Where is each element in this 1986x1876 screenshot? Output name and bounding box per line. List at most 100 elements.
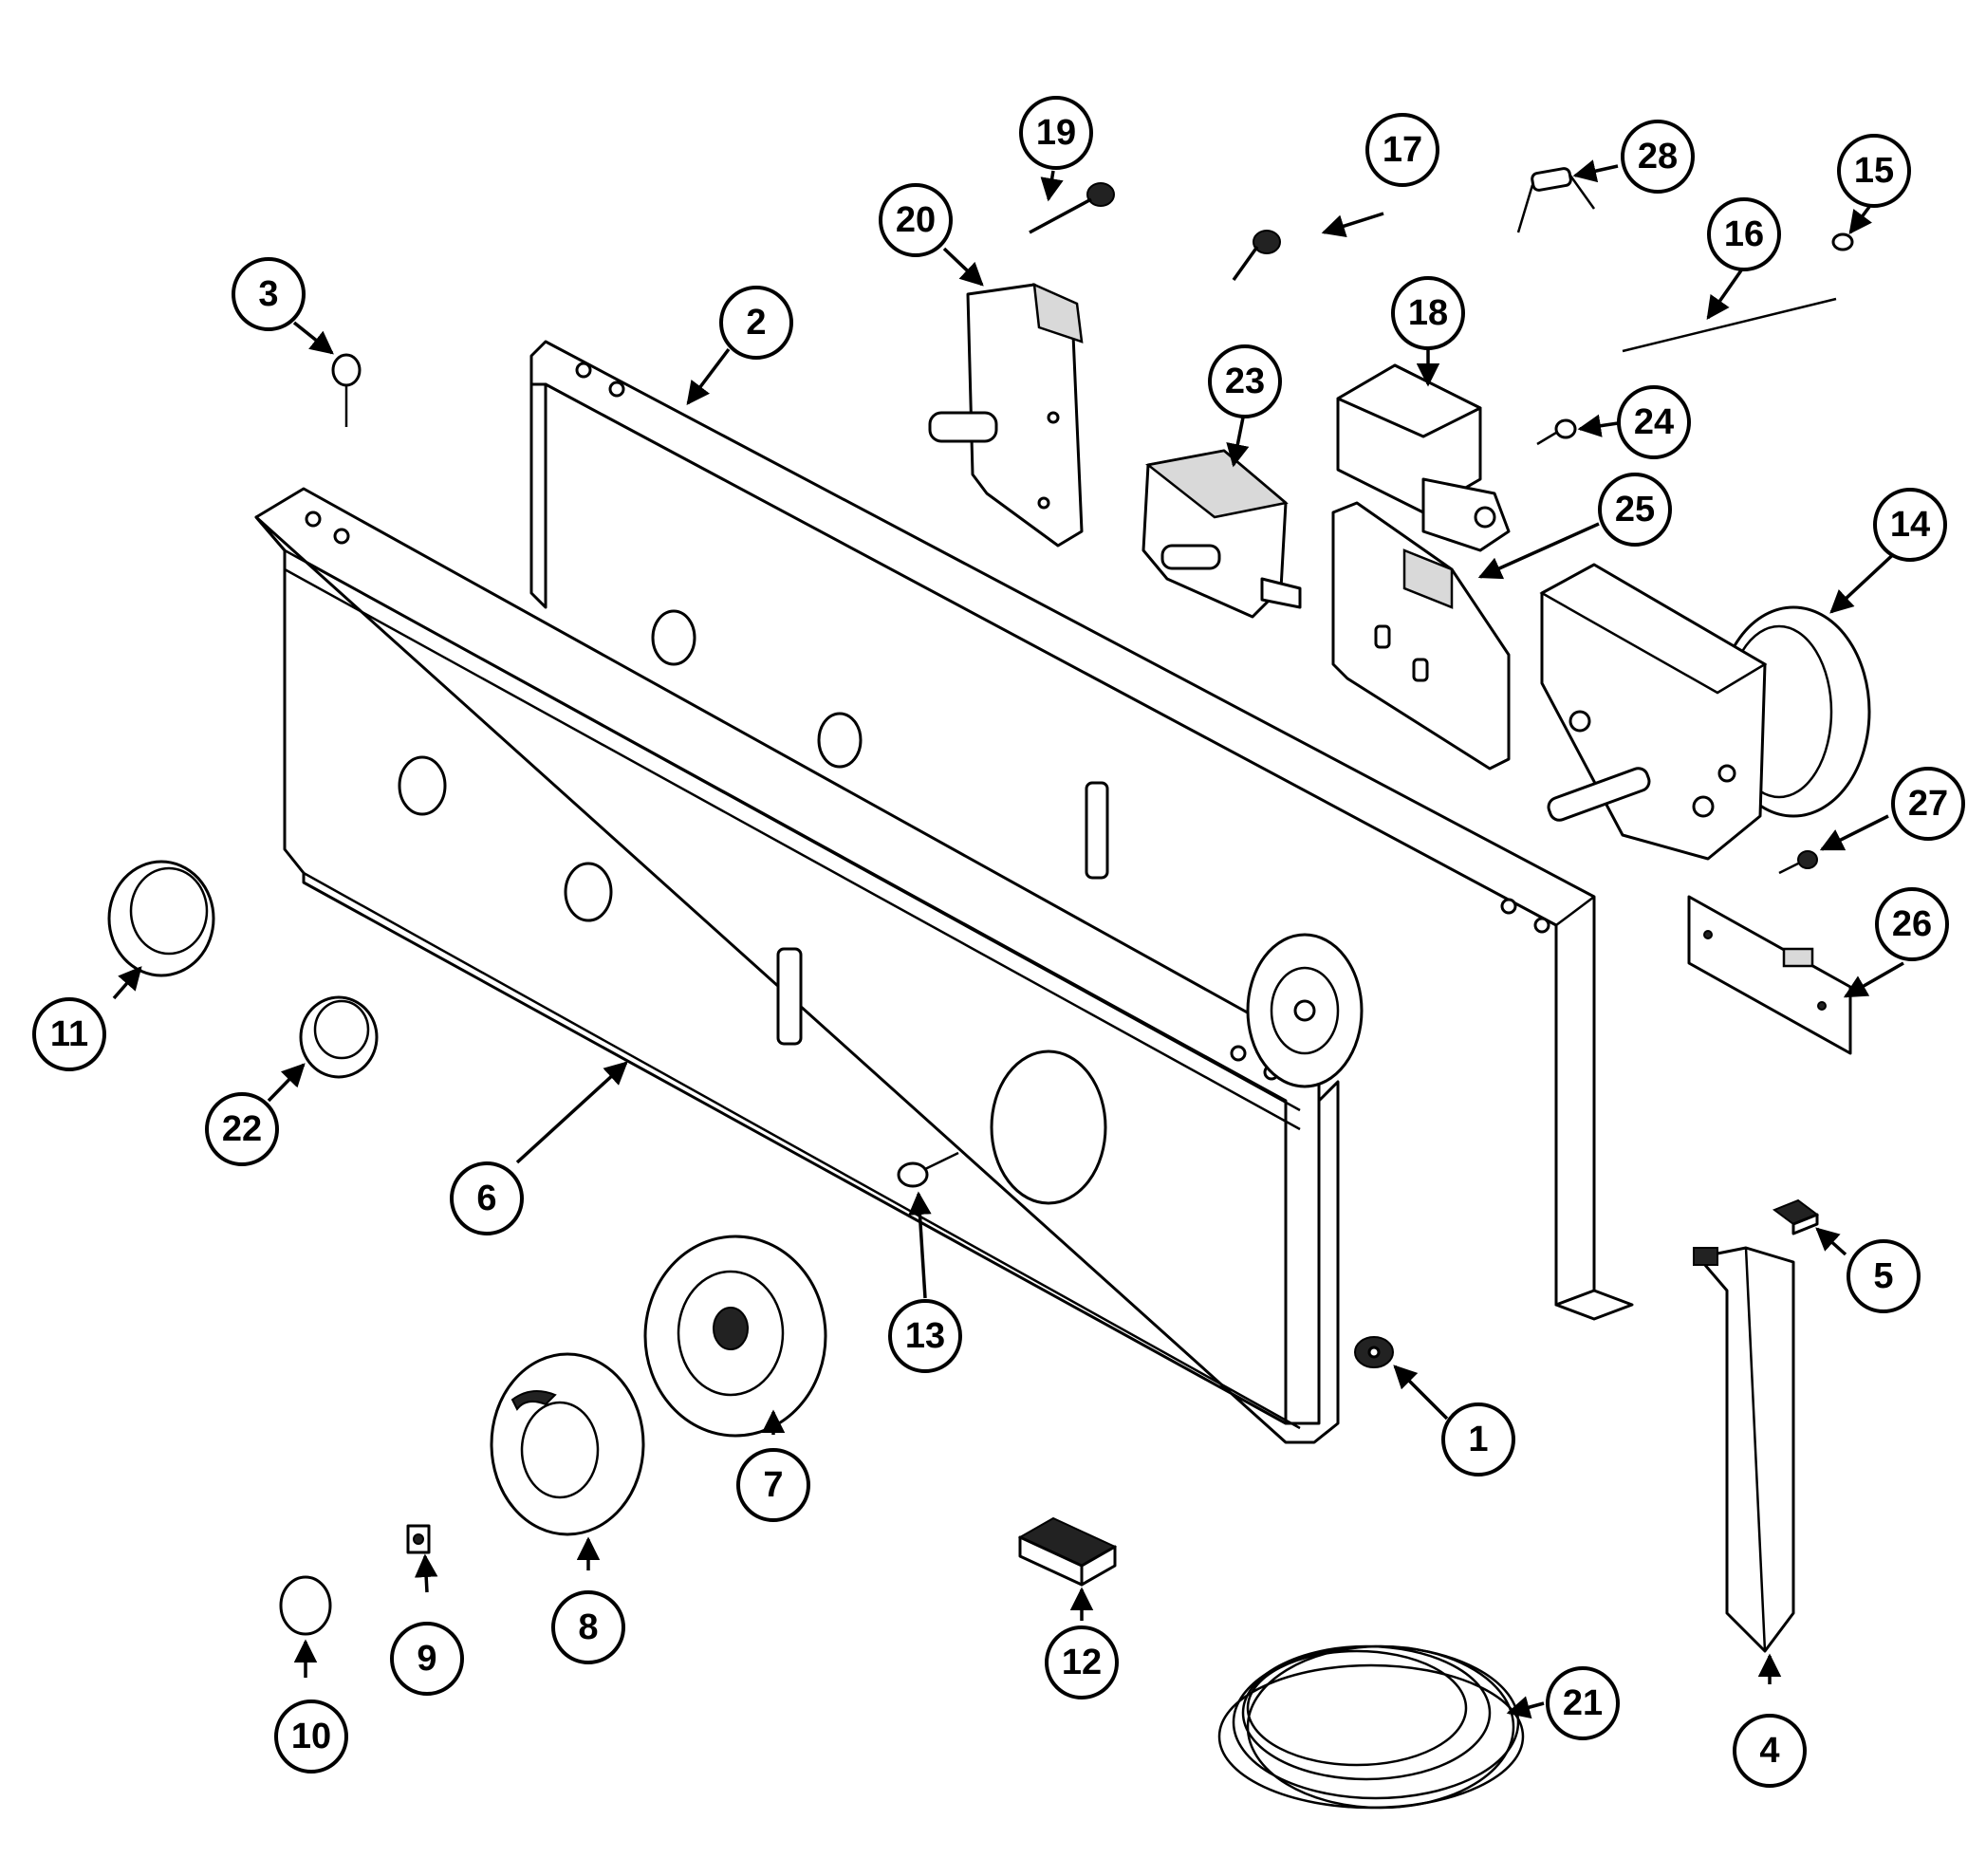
callout-label: 16 [1724,214,1764,254]
part-1-nut [1354,1336,1394,1368]
part-11-button [107,860,215,977]
part-23-switch [1141,449,1302,619]
part-26-circuit-board [1687,895,1852,1055]
callout-circle [450,1161,524,1235]
callout-15: 15 [1837,134,1911,208]
callout-12: 12 [1045,1625,1119,1700]
part-20-switch-bracket [928,282,1084,548]
part-9-clip [406,1524,431,1554]
callout-label: 3 [258,274,278,314]
part-15-screw [1831,232,1854,251]
callout-circle [32,997,106,1071]
callout-4: 4 [1733,1714,1807,1788]
part-5-clip [1772,1198,1820,1235]
callout-circle [1045,1625,1119,1700]
callout-circle [1707,197,1781,271]
callout-circle [736,1448,810,1522]
callout-28: 28 [1621,120,1695,194]
part-21-wire-harness [1217,1644,1525,1810]
callout-label: 28 [1638,137,1678,176]
part-19-screw [1029,182,1115,234]
callout-label: 21 [1563,1683,1603,1723]
callout-3: 3 [232,257,306,331]
callout-circle [1391,276,1465,350]
callout-8: 8 [551,1590,625,1664]
part-14-timer [1539,563,1871,861]
callout-label: 9 [417,1639,436,1679]
callout-circle [1621,120,1695,194]
callout-9: 9 [390,1622,464,1696]
callout-circle [1441,1402,1515,1477]
callout-label: 7 [763,1465,783,1505]
callout-label: 8 [578,1607,598,1647]
callout-27: 27 [1891,767,1965,841]
callout-label: 22 [222,1109,262,1149]
part-28-resistor [1516,167,1596,233]
callout-14: 14 [1873,488,1947,562]
part-27-screw [1778,850,1818,875]
callout-circle [1837,134,1911,208]
callout-label: 26 [1892,904,1932,944]
callout-label: 19 [1036,113,1076,153]
callout-label: 6 [476,1179,496,1218]
part-4-trim-piece [1693,1246,1795,1653]
callout-label: 18 [1408,293,1448,333]
callout-11: 11 [32,997,106,1071]
callout-circle [1875,887,1949,961]
callout-16: 16 [1707,197,1781,271]
callout-19: 19 [1019,96,1093,170]
callout-circle [390,1622,464,1696]
callout-10: 10 [274,1700,348,1774]
callout-label: 5 [1873,1256,1893,1296]
part-13-screw [897,1151,959,1188]
part-8-knob [490,1352,645,1536]
callout-20: 20 [879,183,953,257]
callout-17: 17 [1365,113,1439,187]
callout-1: 1 [1441,1402,1515,1477]
callout-24: 24 [1617,385,1691,459]
part-2-rear-panel [529,340,1634,1321]
callout-circle [232,257,306,331]
callout-circle [1019,96,1093,170]
callout-label: 13 [905,1316,945,1356]
part-25-bracket [1331,501,1511,771]
callout-label: 23 [1225,362,1265,401]
callout-label: 12 [1062,1643,1102,1682]
part-3-screw [331,353,362,427]
callout-label: 24 [1634,402,1674,442]
callout-circle [1546,1666,1620,1740]
callout-13: 13 [888,1299,962,1373]
callout-label: 11 [50,1014,88,1054]
part-24-screw [1536,418,1577,446]
part-18-relay [1336,363,1511,552]
leader-lines [112,159,1904,1719]
callout-circle [1847,1239,1921,1313]
callout-22: 22 [205,1092,279,1166]
callout-circle [274,1700,348,1774]
callout-circle [888,1299,962,1373]
callout-21: 21 [1546,1666,1620,1740]
part-12-block [1017,1516,1118,1587]
callout-circle [1208,344,1282,418]
callout-circle [719,286,793,360]
callout-25: 25 [1598,473,1672,547]
callout-circle [1891,767,1965,841]
part-10-cap [279,1575,332,1636]
callout-5: 5 [1847,1239,1921,1313]
part-16-rod [1622,297,1837,353]
callout-7: 7 [736,1448,810,1522]
callout-26: 26 [1875,887,1949,961]
callout-circle [205,1092,279,1166]
part-17-screw [1232,230,1281,282]
callout-circle [1733,1714,1807,1788]
callout-18: 18 [1391,276,1465,350]
callout-label: 4 [1759,1731,1779,1771]
callout-circle [1598,473,1672,547]
callout-2: 2 [719,286,793,360]
callout-bubbles: 1234567891011121314151617181920212223242… [32,96,1965,1788]
callout-label: 15 [1854,151,1894,191]
callout-label: 25 [1615,490,1655,529]
callout-label: 14 [1890,505,1930,545]
callout-circle [551,1590,625,1664]
